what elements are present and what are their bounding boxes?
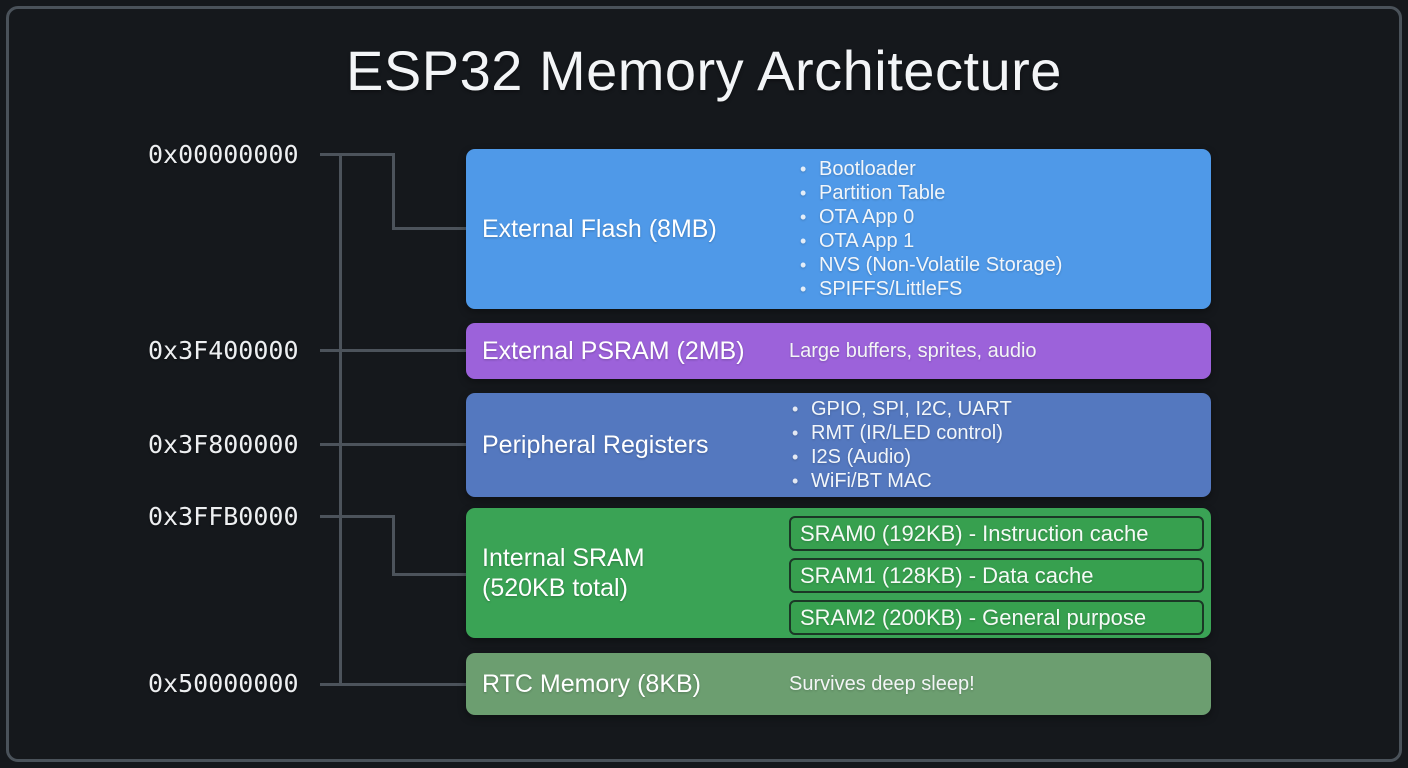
list-item: RMT (IR/LED control) [789, 421, 1211, 445]
block-label: Internal SRAM (520KB total) [482, 508, 645, 638]
block-rtc-memory: RTC Memory (8KB) Survives deep sleep! [466, 653, 1211, 715]
connector-line-flash-elbow [392, 153, 395, 230]
block-label-line1: Internal SRAM [482, 544, 645, 572]
sram-bank-0: SRAM0 (192KB) - Instruction cache [789, 516, 1204, 551]
address-label-peripherals: 0x3F800000 [148, 430, 299, 459]
connector-line-sram-entry [392, 573, 468, 576]
address-label-sram: 0x3FFB0000 [148, 502, 299, 531]
list-item: Partition Table [797, 181, 1211, 205]
sram-bank-1: SRAM1 (128KB) - Data cache [789, 558, 1204, 593]
list-item: NVS (Non-Volatile Storage) [797, 253, 1211, 277]
frame-border [6, 6, 1402, 762]
connector-line-psram [320, 349, 468, 352]
block-label: External Flash (8MB) [482, 215, 717, 243]
flash-feature-list: Bootloader Partition Table OTA App 0 OTA… [797, 157, 1211, 301]
block-external-flash: External Flash (8MB) Bootloader Partitio… [466, 149, 1211, 309]
block-label: Peripheral Registers [482, 431, 709, 459]
peripheral-feature-list: GPIO, SPI, I2C, UART RMT (IR/LED control… [789, 397, 1211, 493]
list-item: OTA App 1 [797, 229, 1211, 253]
list-item: Bootloader [797, 157, 1211, 181]
connector-line-peripherals [320, 443, 468, 446]
block-external-psram: External PSRAM (2MB) Large buffers, spri… [466, 323, 1211, 379]
block-label: External PSRAM (2MB) [482, 337, 745, 365]
block-label: RTC Memory (8KB) [482, 670, 702, 698]
block-peripheral-registers: Peripheral Registers GPIO, SPI, I2C, UAR… [466, 393, 1211, 497]
rtc-description: Survives deep sleep! [789, 672, 975, 695]
list-item: SPIFFS/LittleFS [797, 277, 1211, 301]
list-item: I2S (Audio) [789, 445, 1211, 469]
connector-line-flash-entry [392, 227, 468, 230]
connector-line-sram-stub [320, 515, 395, 518]
connector-line-sram-elbow [392, 515, 395, 576]
block-label-line2: (520KB total) [482, 574, 628, 602]
block-internal-sram: Internal SRAM (520KB total) SRAM0 (192KB… [466, 508, 1211, 638]
connector-bus-line [339, 154, 342, 686]
list-item: GPIO, SPI, I2C, UART [789, 397, 1211, 421]
sram-bank-2: SRAM2 (200KB) - General purpose [789, 600, 1204, 635]
list-item: OTA App 0 [797, 205, 1211, 229]
psram-description: Large buffers, sprites, audio [789, 339, 1037, 362]
page-title: ESP32 Memory Architecture [346, 39, 1062, 102]
connector-line-rtc [320, 683, 468, 686]
address-label-flash: 0x00000000 [148, 140, 299, 169]
address-label-psram: 0x3F400000 [148, 336, 299, 365]
list-item: WiFi/BT MAC [789, 469, 1211, 493]
connector-line-flash-stub [320, 153, 395, 156]
address-label-rtc: 0x50000000 [148, 669, 299, 698]
